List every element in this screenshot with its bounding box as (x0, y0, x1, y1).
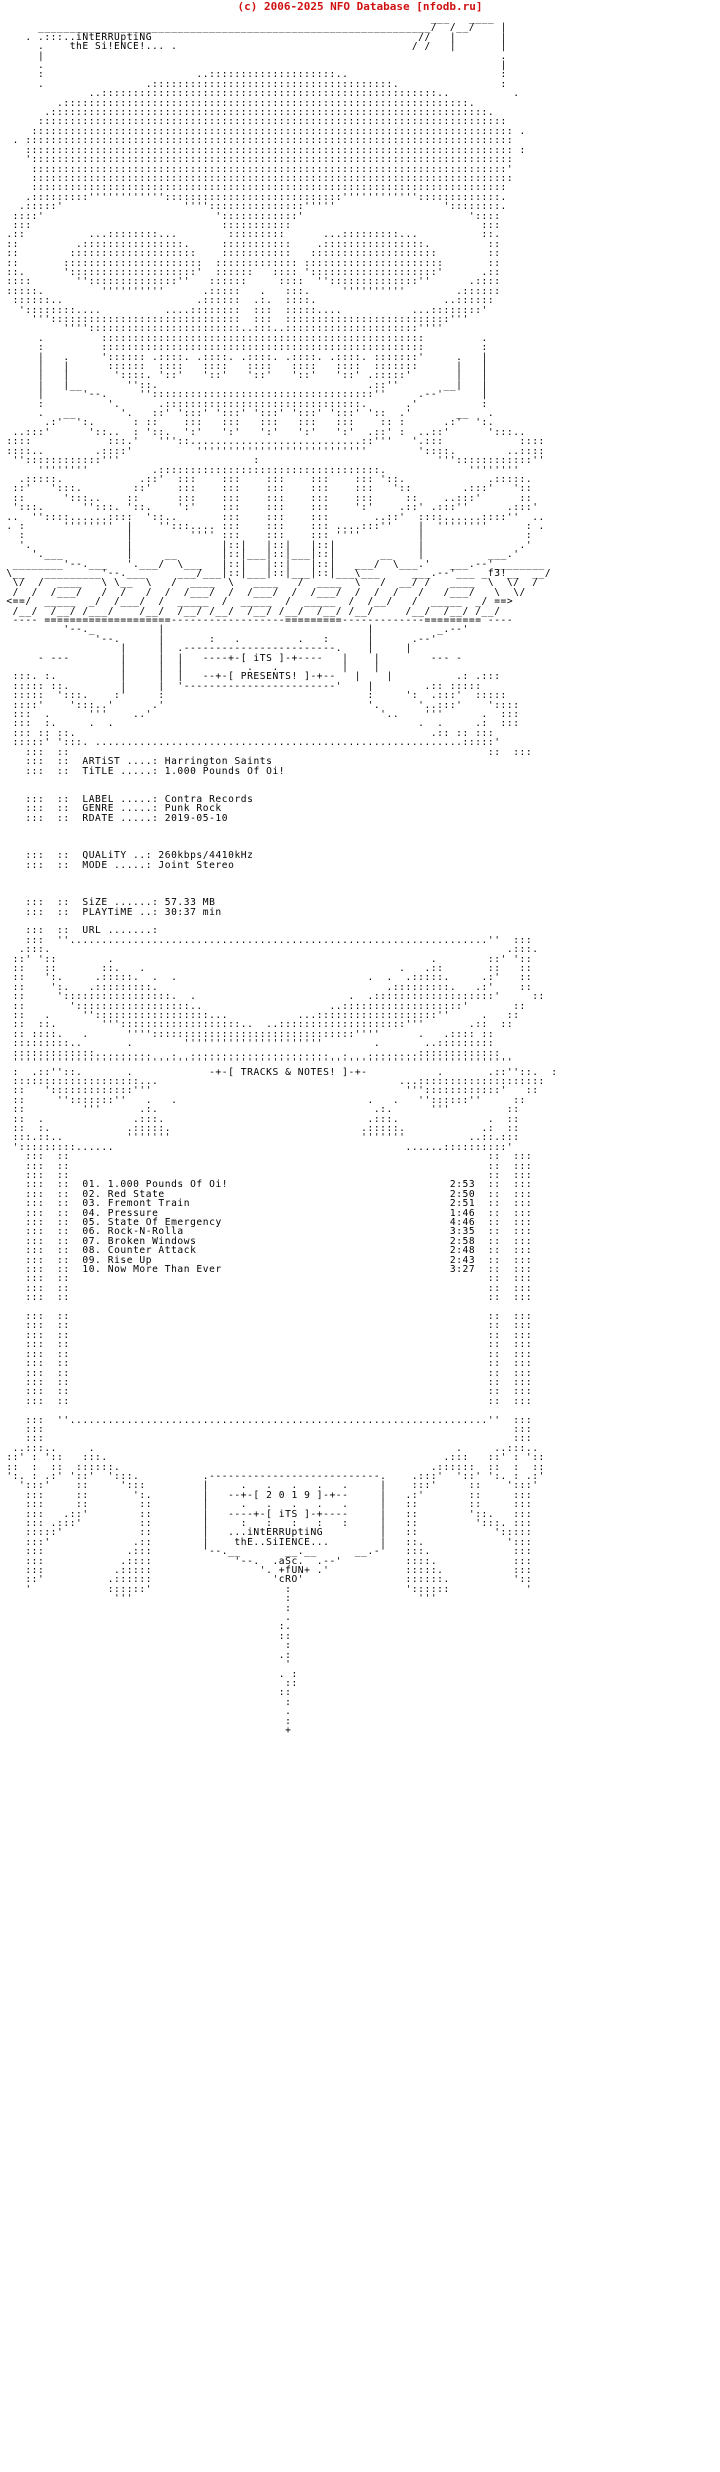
track-title: Counter Attack (107, 1245, 197, 1257)
field-row-label: ::: :: LABEL .....: Contra Records (0, 793, 254, 805)
site-credit: (c) 2006-2025 NFO Database [nfodb.ru] (237, 0, 483, 13)
track-title: State Of Emergency (107, 1217, 222, 1228)
artist-value: Harrington Saints (164, 756, 273, 768)
track-title: Red State (107, 1188, 165, 1200)
field-row-genre: ::: :: GENRE .....: Punk Rock (0, 803, 222, 815)
track-time: 3:27 (449, 1264, 476, 1276)
size-value: 57.33 MB (164, 897, 216, 909)
track-row: ::: :: 05. State Of Emergency 4:46 :: ::… (0, 1217, 533, 1228)
quality-value: 260kbps/4410kHz (158, 850, 254, 862)
track-row: ::: :: 06. Rock-N-Rolla 3:35 :: ::: (0, 1226, 533, 1238)
field-label-genre: GENRE .....: (82, 803, 159, 815)
tracks-box-open: ::: :: :: ::: ::: :: :: ::: ::: :: (25, 1151, 533, 1181)
mode-value: Joint Stereo (158, 859, 235, 871)
tracks-header-row: : .::''::. . -+-[ TRACKS & NOTES! ]-+- .… (0, 1066, 558, 1078)
genre-value: Punk Rock (164, 803, 222, 815)
field-row-quality: ::: :: QUALiTY ..: 260kbps/4410kHz (0, 850, 254, 862)
track-number: 03. (82, 1198, 102, 1210)
track-title: Now More Than Ever (107, 1264, 222, 1276)
track-title: Fremont Train (107, 1198, 191, 1210)
track-time: 2:53 (449, 1179, 476, 1191)
track-time: 2:51 (449, 1198, 476, 1210)
field-label-artist: ARTiST ....: (82, 756, 159, 768)
track-title: Rise Up (107, 1254, 153, 1266)
track-number: 07. (82, 1235, 102, 1247)
nfo-middle-art-bottom: ::::::::::::::::::::... ...:::::::::::::… (12, 1075, 545, 1153)
field-label-title: TiTLE .....: (82, 765, 159, 777)
field-label-rdate: RDATE .....: (82, 812, 159, 824)
track-time: 2:43 (449, 1254, 476, 1266)
field-label-size: SiZE ......: (82, 897, 159, 909)
field-label-playtime: PLAYTiME ..: (82, 906, 159, 918)
field-label-url: URL .......: (82, 925, 159, 937)
track-title: Pressure (107, 1207, 159, 1219)
title-value: 1.000 Pounds Of Oi! (164, 765, 286, 777)
track-time: 3:35 (449, 1226, 476, 1238)
track-title: 1.000 Pounds Of Oi! (107, 1179, 229, 1191)
track-number: 08. (82, 1245, 102, 1257)
field-row-artist: ::: :: ARTiST ....: Harrington Saints (0, 756, 273, 768)
field-label-label: LABEL .....: (82, 793, 159, 805)
track-time: 4:46 (449, 1217, 476, 1228)
notes-area: ::: :: :: ::: ::: :: :: ::: ::: :: (25, 1273, 533, 1304)
nfo-document: ___ ____ _______________________________… (0, 14, 720, 1735)
track-time: 1:46 (449, 1207, 476, 1219)
track-number: 04. (82, 1207, 102, 1219)
track-row: ::: :: 07. Broken Windows 2:58 :: ::: (0, 1235, 533, 1247)
playtime-value: 30:37 min (164, 906, 222, 918)
track-time: 2:48 (449, 1245, 476, 1257)
field-row-playtime: ::: :: PLAYTiME ..: 30:37 min (0, 906, 222, 918)
track-row: ::: :: 03. Fremont Train 2:51 :: ::: (0, 1198, 533, 1210)
field-row-rdate: ::: :: RDATE .....: 2019-05-10 (0, 812, 229, 824)
rdate-value: 2019-05-10 (164, 812, 229, 824)
tracks-header: -+-[ TRACKS & NOTES! ]-+- (209, 1066, 368, 1078)
track-title: Rock-N-Rolla (107, 1226, 184, 1238)
track-number: 06. (82, 1226, 102, 1238)
label-value: Contra Records (164, 793, 254, 805)
track-number: 02. (82, 1188, 102, 1200)
track-number: 10. (82, 1264, 102, 1276)
tracklist: ::: :: 01. 1.000 Pounds Of Oi! 2:53 :: :… (0, 1179, 532, 1275)
field-row-title: ::: :: TiTLE .....: 1.000 Pounds Of Oi! (0, 765, 286, 777)
track-row: ::: :: 10. Now More Than Ever 3:27 :: ::… (0, 1264, 533, 1276)
track-time: 2:58 (449, 1235, 476, 1247)
track-row: ::: :: 09. Rise Up 2:43 :: ::: (0, 1254, 533, 1266)
track-title: Broken Windows (107, 1235, 197, 1247)
nfo-footer-art: ::: ''..................................… (6, 1414, 545, 1736)
info-box-top: ::: :: :: ::: (25, 746, 533, 758)
field-row-size: ::: :: SiZE ......: 57.33 MB (0, 897, 216, 909)
track-number: 01. (82, 1179, 102, 1191)
nfo-middle-art-top: ::: ''..................................… (12, 934, 545, 1069)
track-row: ::: :: 04. Pressure 1:46 :: ::: (0, 1207, 533, 1219)
field-row-url: ::: :: URL .......: (0, 925, 159, 937)
track-number: 09. (82, 1254, 102, 1266)
track-number: 05. (82, 1217, 102, 1228)
track-row: ::: :: 02. Red State 2:50 :: ::: (0, 1188, 533, 1200)
track-time: 2:50 (449, 1188, 476, 1200)
notes-area: ::: :: :: ::: ::: :: :: ::: ::: :: (25, 1311, 533, 1407)
field-label-quality: QUALiTY ..: (82, 850, 153, 862)
track-row: ::: :: 01. 1.000 Pounds Of Oi! 2:53 :: :… (0, 1179, 533, 1191)
nfo-header-art: ___ ____ _______________________________… (6, 14, 552, 749)
track-row: ::: :: 08. Counter Attack 2:48 :: ::: (0, 1245, 533, 1257)
field-row-mode: ::: :: MODE .....: Joint Stereo (0, 859, 235, 871)
field-label-mode: MODE .....: (82, 859, 153, 871)
